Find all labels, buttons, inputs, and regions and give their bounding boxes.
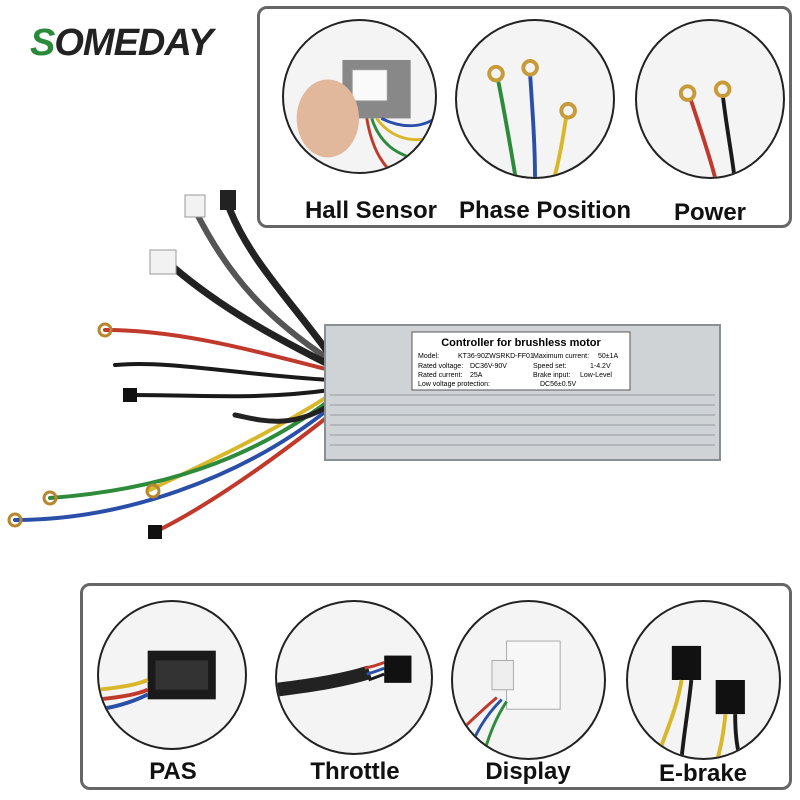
connector-black-3 (148, 525, 162, 539)
brand-logo-initial: S (30, 22, 55, 64)
wire-red (103, 328, 332, 372)
pas-label: PAS (149, 758, 197, 785)
hall-sensor-photo (282, 19, 437, 174)
phase-position-photo (455, 19, 615, 179)
power-photo (635, 19, 785, 179)
ring-terminal (42, 490, 58, 506)
connector-white (184, 194, 206, 218)
label-brake-input-key: Brake input: (533, 372, 570, 379)
label-low-voltage-key: Low voltage protection: (418, 381, 490, 388)
brand-logo: SOMEDAY (30, 22, 213, 65)
phase-position-label: Phase Position (458, 197, 632, 224)
ring-terminal (145, 483, 161, 499)
top-connector-panel: Hall Sensor Phase Position Power (257, 6, 792, 228)
label-max-current-key: Maximum current: (533, 353, 589, 360)
casing-fins (330, 394, 715, 446)
wire-black (113, 361, 332, 382)
wire-bundle-4 (232, 402, 333, 424)
controller-label-plate (411, 331, 631, 391)
bottom-connector-panel: PAS Throttle Display E-brake (80, 583, 792, 790)
label-brake-input-val: Low-Level (580, 372, 612, 379)
connector-black-2 (123, 388, 137, 402)
controller-photo: Controller for brushless motor Model: KT… (7, 190, 721, 539)
ring-terminal (7, 512, 23, 528)
throttle-photo (275, 600, 433, 755)
wire-bundle-1 (192, 207, 333, 363)
label-rated-voltage-val: DC36V-90V (470, 363, 507, 370)
label-model-key: Model: (418, 353, 439, 360)
brand-logo-rest: OMEDAY (54, 22, 213, 64)
connector-white-2 (149, 249, 177, 275)
wire-blue (13, 406, 332, 522)
wire-bundle-3 (161, 256, 334, 369)
label-rated-current-val: 25A (470, 372, 483, 379)
wire-red-2 (153, 413, 332, 534)
label-speed-set-val: 1-4.2V (590, 363, 611, 370)
throttle-label: Throttle (310, 758, 400, 785)
label-speed-set-key: Speed set: (533, 363, 567, 370)
power-label: Power (673, 199, 747, 226)
label-low-voltage-val: DC56±0.5V (540, 381, 576, 388)
wire-yellow (148, 393, 332, 492)
controller-label-title: Controller for brushless motor (441, 337, 601, 349)
e-brake-label: E-brake (658, 760, 748, 787)
display-photo (451, 600, 606, 760)
hall-sensor-label: Hall Sensor (304, 197, 438, 224)
label-max-current-val: 50±1A (598, 353, 619, 360)
wire-green (48, 398, 332, 500)
connector-black (220, 190, 236, 210)
label-rated-voltage-key: Rated voltage: (418, 363, 463, 370)
display-label: Display (485, 758, 571, 785)
label-rated-current-key: Rated current: (418, 372, 462, 379)
ring-terminal (97, 322, 113, 338)
wire-black-2 (128, 388, 332, 399)
e-brake-photo (626, 600, 781, 760)
wire-bundle-2 (226, 206, 334, 359)
pas-photo (97, 600, 247, 750)
label-model-val: KT36-90ZWSRKD-FF01 (458, 353, 534, 360)
